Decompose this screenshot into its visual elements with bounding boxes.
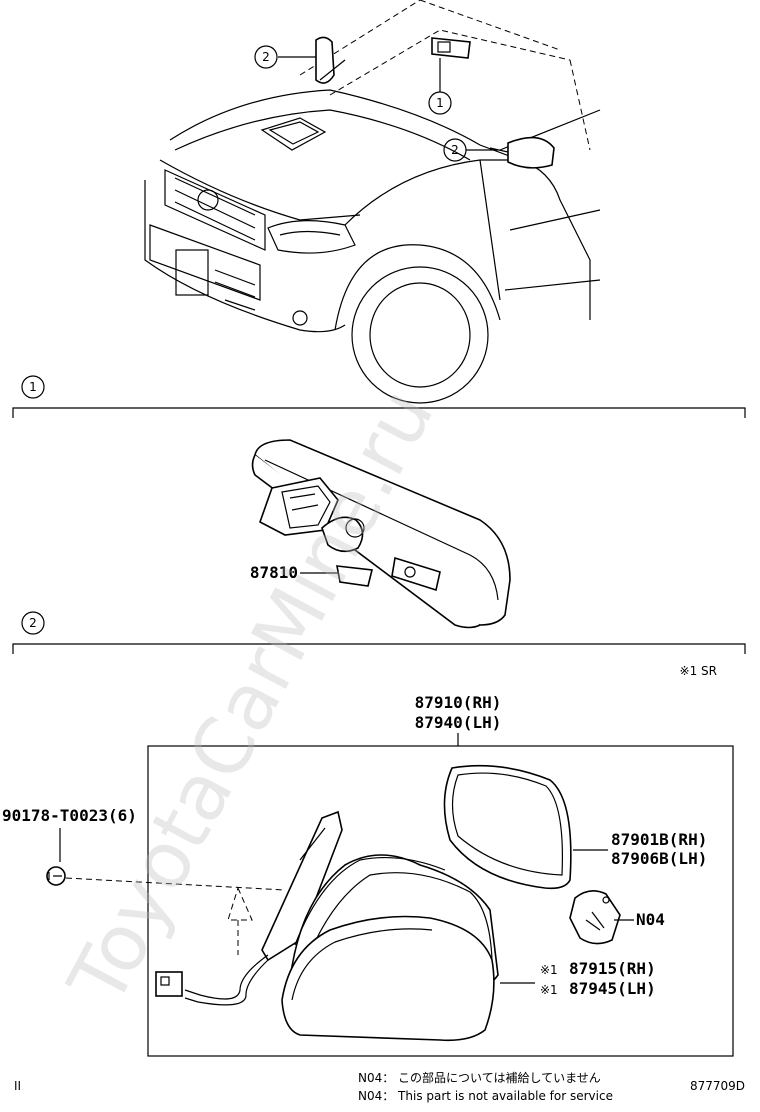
section-1-marker: 1 <box>29 380 37 394</box>
label-87945-mark: ※1 <box>540 983 558 997</box>
callout-2-left-mirror: 2 <box>262 50 270 64</box>
note-n04-english: N04： This part is not available for serv… <box>358 1089 613 1103</box>
car-illustration: 1 2 2 <box>144 0 601 404</box>
section-2: 2 ※1 SR 87910(RH) 87940(LH) 90178-T0023(… <box>2 611 746 1057</box>
label-87810: 87810 <box>250 563 298 582</box>
section-2-marker: 2 <box>29 616 37 630</box>
callout-1-car: 1 <box>436 96 444 110</box>
label-87940-lh: 87940(LH) <box>415 713 502 732</box>
footer-notes: II N04： この部品については補給していません N04： This part… <box>14 1070 745 1103</box>
diagram-code: 877709D <box>690 1079 745 1093</box>
label-87901b-rh: 87901B(RH) <box>611 830 707 849</box>
section-1: 1 87810 <box>12 375 746 629</box>
label-87910-rh: 87910(RH) <box>415 693 502 712</box>
label-bolt-90178: 90178-T0023(6) <box>2 806 137 825</box>
label-87945-lh: 87945(LH) <box>569 979 656 998</box>
legend-sr-note: ※1 SR <box>680 664 717 678</box>
label-n04: N04 <box>636 910 665 929</box>
note-n04-japanese: N04： この部品については補給していません <box>358 1070 601 1085</box>
callout-2-right-mirror: 2 <box>451 143 459 157</box>
label-87915-rh: 87915(RH) <box>569 959 656 978</box>
corner-mark: II <box>14 1079 21 1093</box>
label-87906b-lh: 87906B(LH) <box>611 849 707 868</box>
label-87915-mark: ※1 <box>540 963 558 977</box>
